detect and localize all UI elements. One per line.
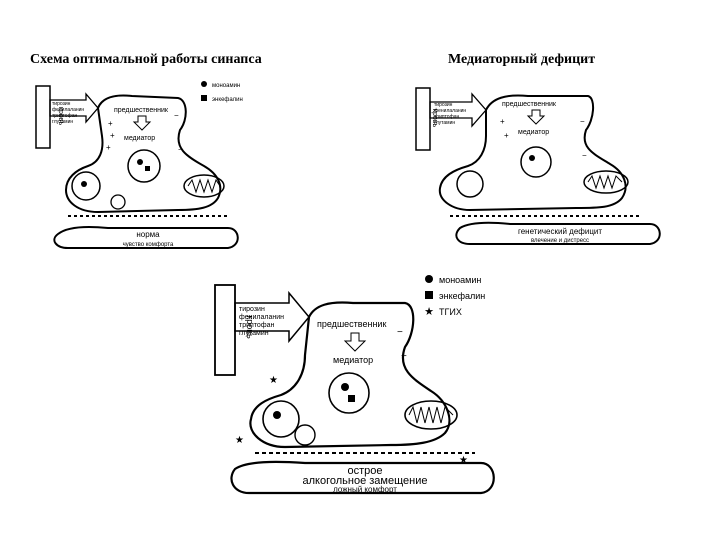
synapse-diagram-normal: кровь тирозин фенилаланин триптофан глут… (35, 81, 243, 249)
state-main-label-2: алкогольное замещение (303, 475, 428, 487)
precursor-label: предшественник (317, 319, 386, 329)
mitochondrion (183, 174, 225, 198)
state-sub-label: ложный комфорт (333, 485, 397, 494)
legend-star-icon: ★ (424, 306, 434, 318)
synapse-diagram-alcohol: кровь тирозин фенилаланин триптофан глут… (214, 275, 495, 495)
state-main-label: норма (136, 230, 160, 239)
mitochondrion-cristae (587, 174, 623, 190)
mediator-label: медиатор (518, 129, 549, 136)
minus-sign: − (401, 351, 407, 362)
input-label: глутамин (239, 330, 269, 337)
enkephalin-square (145, 166, 150, 171)
enkephalin-square (348, 395, 355, 402)
state-main-label: генетический дефицит (518, 227, 602, 236)
legend-enkephalin-icon (201, 95, 207, 101)
precursor-label: предшественник (502, 101, 557, 108)
legend-label: энкефалин (439, 291, 485, 301)
vesicle (328, 372, 370, 414)
vesicle (71, 171, 101, 201)
vesicle (520, 146, 552, 178)
tgih-star: ★ (269, 375, 278, 386)
input-label: фенилаланин (239, 314, 284, 321)
monoamine-dot (137, 159, 143, 165)
input-label: триптофан (434, 114, 459, 120)
blood-box (35, 85, 51, 149)
input-label: тирозин (434, 102, 453, 108)
blood-box (415, 87, 431, 151)
down-arrow (343, 332, 367, 352)
mediator-label: медиатор (124, 135, 155, 142)
mitochondrion-cristae (408, 405, 454, 424)
legend-monoamine-icon (425, 275, 433, 283)
tgih-star: ★ (459, 455, 468, 466)
monoamine-dot (81, 181, 87, 187)
input-label: триптофан (52, 113, 77, 119)
blood-box (214, 284, 236, 376)
input-arrow (49, 92, 99, 124)
input-label: триптофан (239, 322, 274, 329)
presynaptic-terminal (249, 301, 451, 449)
state-sub-label: влечение и дистресс (531, 238, 589, 244)
input-label: тирозин (239, 306, 265, 313)
blood-label: кровь (245, 315, 255, 339)
mediator-label: медиатор (333, 355, 373, 365)
input-arrow (234, 290, 310, 344)
minus-sign: − (580, 117, 585, 126)
legend-monoamine-icon (201, 81, 207, 87)
legend-label: моноамин (439, 275, 481, 285)
legend-label: ТГИХ (439, 307, 462, 317)
title-optimal-synapse: Схема оптимальной работы синапса (30, 52, 262, 67)
input-label: глутамин (52, 119, 73, 125)
title-mediator-deficit: Медиаторный дефицит (448, 52, 596, 67)
input-label: тирозин (52, 101, 71, 107)
down-arrow (132, 115, 152, 131)
precursor-label: предшественник (114, 107, 169, 114)
presynaptic-terminal (64, 94, 222, 214)
input-label: фенилаланин (52, 107, 84, 113)
diagram-alcohol: кровь тирозин фенилаланин триптофан глут… (205, 265, 515, 515)
minus-sign: − (178, 145, 183, 154)
plus-sign: + (500, 117, 505, 126)
plus-sign: + (110, 131, 115, 140)
plus-sign: + (504, 131, 509, 140)
diagram-normal: кровь тирозин фенилаланин триптофан глут… (28, 70, 288, 260)
input-arrow (429, 92, 487, 128)
vesicle (294, 424, 316, 446)
postsynaptic-membrane (230, 460, 495, 495)
minus-sign: − (397, 327, 403, 338)
plus-sign: + (106, 143, 111, 152)
minus-sign: − (582, 151, 587, 160)
minus-sign: − (174, 111, 179, 120)
postsynaptic-membrane (455, 221, 661, 245)
diagram-deficit: кровь тирозин фенилаланин триптофан глут… (410, 78, 670, 268)
state-main-label: острое (347, 465, 382, 477)
down-arrow (526, 109, 546, 125)
vesicle (456, 170, 484, 198)
tgih-star: ★ (235, 435, 244, 446)
input-label: фенилаланин (434, 108, 466, 114)
mitochondrion-cristae (187, 178, 221, 194)
synapse-diagram-deficit: кровь тирозин фенилаланин триптофан глут… (415, 87, 661, 245)
mitochondrion (583, 170, 629, 194)
vesicle (262, 400, 300, 438)
presynaptic-terminal (438, 94, 627, 212)
vesicle (110, 194, 126, 210)
monoamine-dot (273, 411, 281, 419)
postsynaptic-membrane (53, 225, 239, 249)
plus-sign: + (108, 119, 113, 128)
mitochondrion (404, 400, 458, 430)
legend-label: энкефалин (212, 97, 243, 103)
monoamine-dot (529, 155, 535, 161)
state-sub-label: чувство комфорта (123, 242, 174, 248)
legend-enkephalin-icon (425, 291, 433, 299)
legend-label: моноамин (212, 83, 240, 89)
vesicle (127, 149, 161, 183)
input-label: глутамин (434, 120, 455, 126)
monoamine-dot (341, 383, 349, 391)
